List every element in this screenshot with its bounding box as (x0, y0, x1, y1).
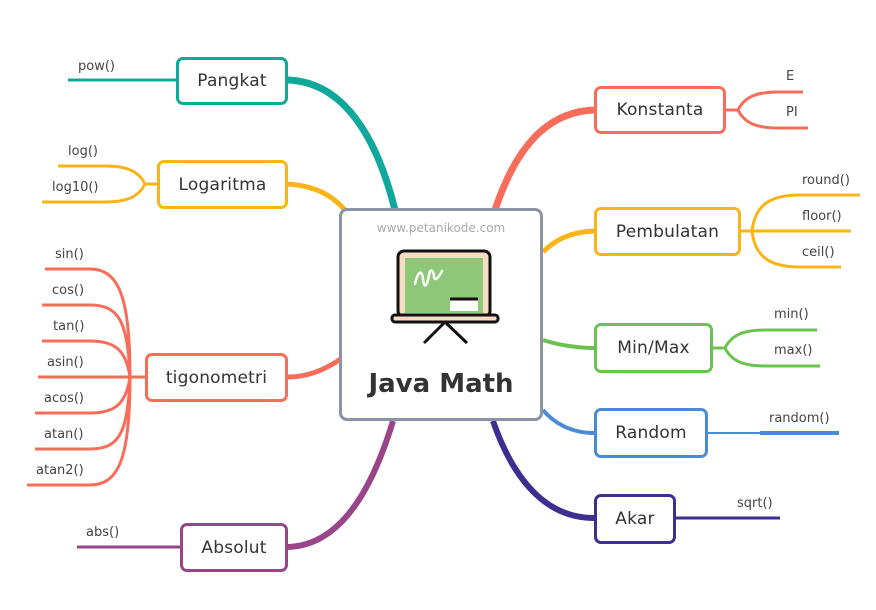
topic-pangkat[interactable]: Pangkat (176, 57, 288, 105)
connector-pangkat (284, 76, 399, 214)
leaf-line-round (741, 193, 860, 233)
leaf-tan[interactable]: tan() (53, 319, 85, 334)
leaf-acos[interactable]: acos() (44, 391, 84, 406)
leaf-round[interactable]: round() (802, 173, 850, 188)
topic-pembulatan[interactable]: Pembulatan (594, 207, 741, 256)
leaf-atan[interactable]: atan() (44, 427, 84, 442)
leaf-line-pi (736, 109, 808, 130)
topic-minmax[interactable]: Min/Max (594, 323, 713, 373)
connector-random (541, 408, 595, 435)
watermark-text: www.petanikode.com (376, 221, 506, 235)
leaf-line-log10 (42, 183, 147, 204)
leaf-ceil[interactable]: ceil() (802, 245, 835, 260)
leaf-asin[interactable]: asin() (47, 355, 84, 370)
leaf-line-min (713, 328, 817, 350)
connector-akar (490, 420, 595, 521)
topic-logaritma[interactable]: Logaritma (157, 160, 288, 209)
topic-akar[interactable]: Akar (594, 494, 676, 544)
topic-random[interactable]: Random (594, 408, 708, 458)
leaf-log10[interactable]: log10() (52, 180, 99, 195)
leaf-line-log (58, 164, 157, 186)
leaf-random[interactable]: random() (769, 411, 830, 426)
topic-absolut[interactable]: Absolut (180, 523, 288, 572)
topic-tigonometri[interactable]: tigonometri (145, 353, 288, 402)
topic-konstanta[interactable]: Konstanta (594, 86, 726, 134)
leaf-pow[interactable]: pow() (78, 59, 115, 74)
central-topic-title: Java Math (368, 369, 514, 399)
central-topic-node[interactable]: www.petanikode.com Java Math (339, 208, 543, 421)
leaf-line-e (726, 90, 803, 112)
leaf-line-ceil (750, 230, 841, 269)
trig-leaf-lines (27, 267, 145, 487)
leaf-e[interactable]: E (786, 69, 795, 84)
leaf-pi[interactable]: PI (786, 105, 798, 120)
connector-minmax (542, 338, 595, 350)
leaf-atan2[interactable]: atan2() (36, 463, 84, 478)
leaf-min[interactable]: min() (774, 307, 809, 322)
leaf-sqrt[interactable]: sqrt() (737, 496, 773, 511)
connector-tigonometri (287, 355, 344, 380)
presentation-board-icon (390, 249, 500, 345)
leaf-log[interactable]: log() (68, 144, 98, 159)
leaf-max[interactable]: max() (774, 343, 813, 358)
connector-konstanta (491, 106, 595, 212)
leaf-abs[interactable]: abs() (86, 525, 120, 540)
connector-pembulatan (541, 228, 595, 254)
leaf-cos[interactable]: cos() (52, 283, 85, 298)
connector-logaritma (287, 181, 347, 212)
leaf-floor[interactable]: floor() (802, 209, 842, 224)
connector-absolut (287, 420, 396, 550)
leaf-line-max (723, 347, 820, 368)
leaf-sin[interactable]: sin() (55, 247, 84, 262)
